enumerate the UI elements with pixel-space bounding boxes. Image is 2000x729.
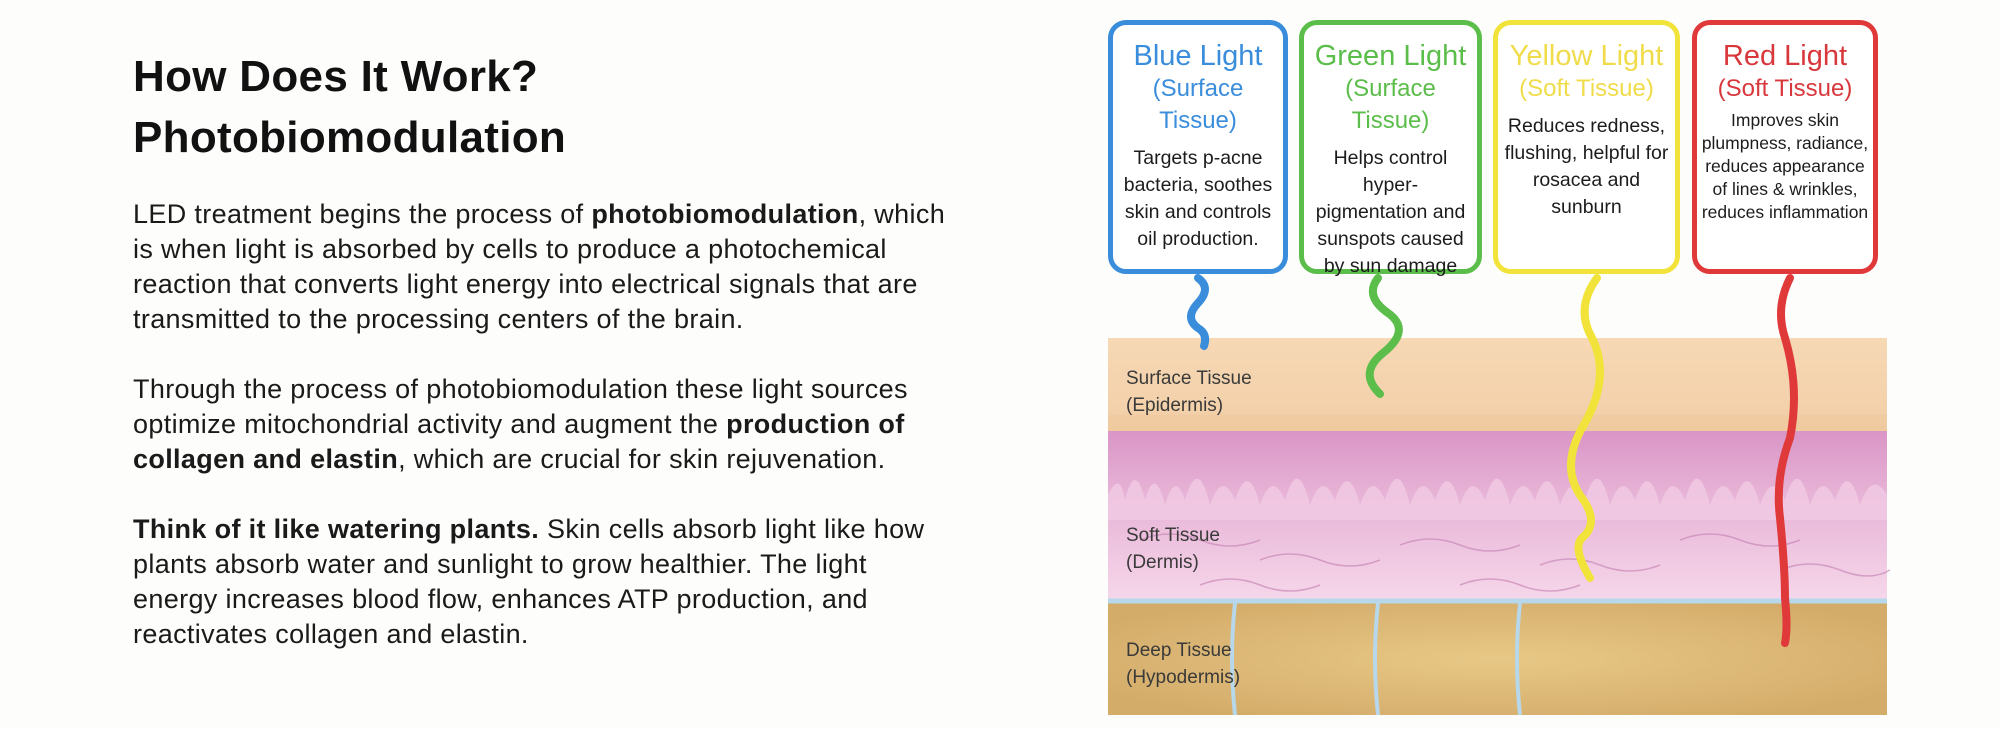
text-segment: , which are crucial for skin rejuvenatio… bbox=[398, 444, 886, 474]
blue-light-wave bbox=[1187, 274, 1210, 350]
text-segment: LED treatment begins the process of bbox=[133, 199, 592, 229]
layer-name: Soft Tissue bbox=[1126, 525, 1220, 546]
light-title: Blue Light bbox=[1133, 40, 1263, 72]
yellow-light-wave bbox=[1567, 274, 1604, 582]
layer-name: Surface Tissue bbox=[1126, 368, 1252, 389]
light-description: Reduces redness, flushing, helpful for r… bbox=[1504, 115, 1669, 218]
blue-light-card: Blue Light (Surface Tissue) Targets p-ac… bbox=[1108, 20, 1288, 274]
light-subtitle: (Surface Tissue) bbox=[1152, 75, 1244, 134]
paragraph-intro: LED treatment begins the process of phot… bbox=[133, 197, 945, 337]
paragraph-process: Through the process of photobiomodulatio… bbox=[133, 372, 908, 477]
text-segment: , which bbox=[858, 199, 946, 229]
hypodermis-layer bbox=[1108, 603, 1887, 715]
text-line: transmitted to the processing centers of… bbox=[133, 302, 945, 337]
layer-label-hypodermis: Deep Tissue (Hypodermis) bbox=[1126, 637, 1240, 691]
light-description: Targets p-acne bacteria, soothes skin an… bbox=[1123, 147, 1273, 250]
bold-text: production of bbox=[726, 409, 905, 439]
text-line: reaction that converts light energy into… bbox=[133, 267, 945, 302]
bold-text: photobiomodulation bbox=[591, 199, 859, 229]
text-line: optimize mitochondrial activity and augm… bbox=[133, 407, 908, 442]
text-line: plants absorb water and sunlight to grow… bbox=[133, 547, 924, 582]
text-segment: Skin cells absorb light like how bbox=[539, 514, 925, 544]
text-segment: is when light is absorbed by cells to pr… bbox=[133, 234, 887, 264]
text-line: LED treatment begins the process of phot… bbox=[133, 197, 945, 232]
green-light-wave bbox=[1365, 274, 1403, 398]
layer-sub: (Epidermis) bbox=[1126, 395, 1224, 416]
paragraph-analogy: Think of it like watering plants. Skin c… bbox=[133, 512, 924, 652]
text-segment: transmitted to the processing centers of… bbox=[133, 304, 744, 334]
yellow-light-card: Yellow Light (Soft Tissue) Reduces redne… bbox=[1493, 20, 1680, 274]
text-line: collagen and elastin, which are crucial … bbox=[133, 442, 908, 477]
layer-label-epidermis: Surface Tissue (Epidermis) bbox=[1126, 365, 1252, 419]
text-segment: optimize mitochondrial activity and augm… bbox=[133, 409, 727, 439]
light-subtitle: (Surface Tissue) bbox=[1345, 75, 1436, 134]
text-line: Think of it like watering plants. Skin c… bbox=[133, 512, 924, 547]
text-segment: reactivates collagen and elastin. bbox=[133, 619, 529, 649]
light-description: Improves skin plumpness, radiance, reduc… bbox=[1701, 110, 1869, 222]
bold-text: Think of it like watering plants. bbox=[133, 514, 540, 544]
text-segment: reaction that converts light energy into… bbox=[133, 269, 918, 299]
text-segment: plants absorb water and sunlight to grow… bbox=[133, 549, 867, 579]
title-line-2: Photobiomodulation bbox=[133, 113, 567, 162]
layer-name: Deep Tissue bbox=[1126, 640, 1232, 661]
title-line-1: How Does It Work? bbox=[133, 52, 539, 101]
light-description: Helps control hyper-pigmentation and sun… bbox=[1315, 147, 1466, 277]
layer-sub: (Hypodermis) bbox=[1126, 667, 1241, 688]
text-segment: Through the process of photobiomodulatio… bbox=[133, 374, 908, 404]
text-line: reactivates collagen and elastin. bbox=[133, 617, 924, 652]
red-light-wave bbox=[1774, 274, 1798, 647]
light-subtitle: (Soft Tissue) bbox=[1717, 75, 1853, 102]
light-title: Green Light bbox=[1314, 40, 1467, 72]
light-subtitle: (Soft Tissue) bbox=[1519, 75, 1654, 102]
text-line: is when light is absorbed by cells to pr… bbox=[133, 232, 945, 267]
text-segment: energy increases blood flow, enhances AT… bbox=[133, 584, 868, 614]
text-line: Through the process of photobiomodulatio… bbox=[133, 372, 908, 407]
red-light-card: Red Light (Soft Tissue) Improves skin pl… bbox=[1692, 20, 1878, 274]
green-light-card: Green Light (Surface Tissue) Helps contr… bbox=[1299, 20, 1482, 277]
light-title: Yellow Light bbox=[1509, 40, 1664, 72]
layer-sub: (Dermis) bbox=[1126, 552, 1199, 573]
text-line: energy increases blood flow, enhances AT… bbox=[133, 582, 924, 617]
light-title: Red Light bbox=[1722, 40, 1848, 72]
layer-label-dermis: Soft Tissue (Dermis) bbox=[1126, 522, 1220, 576]
page-title: How Does It Work? Photobiomodulation bbox=[133, 46, 566, 168]
bold-text: collagen and elastin bbox=[133, 444, 399, 474]
